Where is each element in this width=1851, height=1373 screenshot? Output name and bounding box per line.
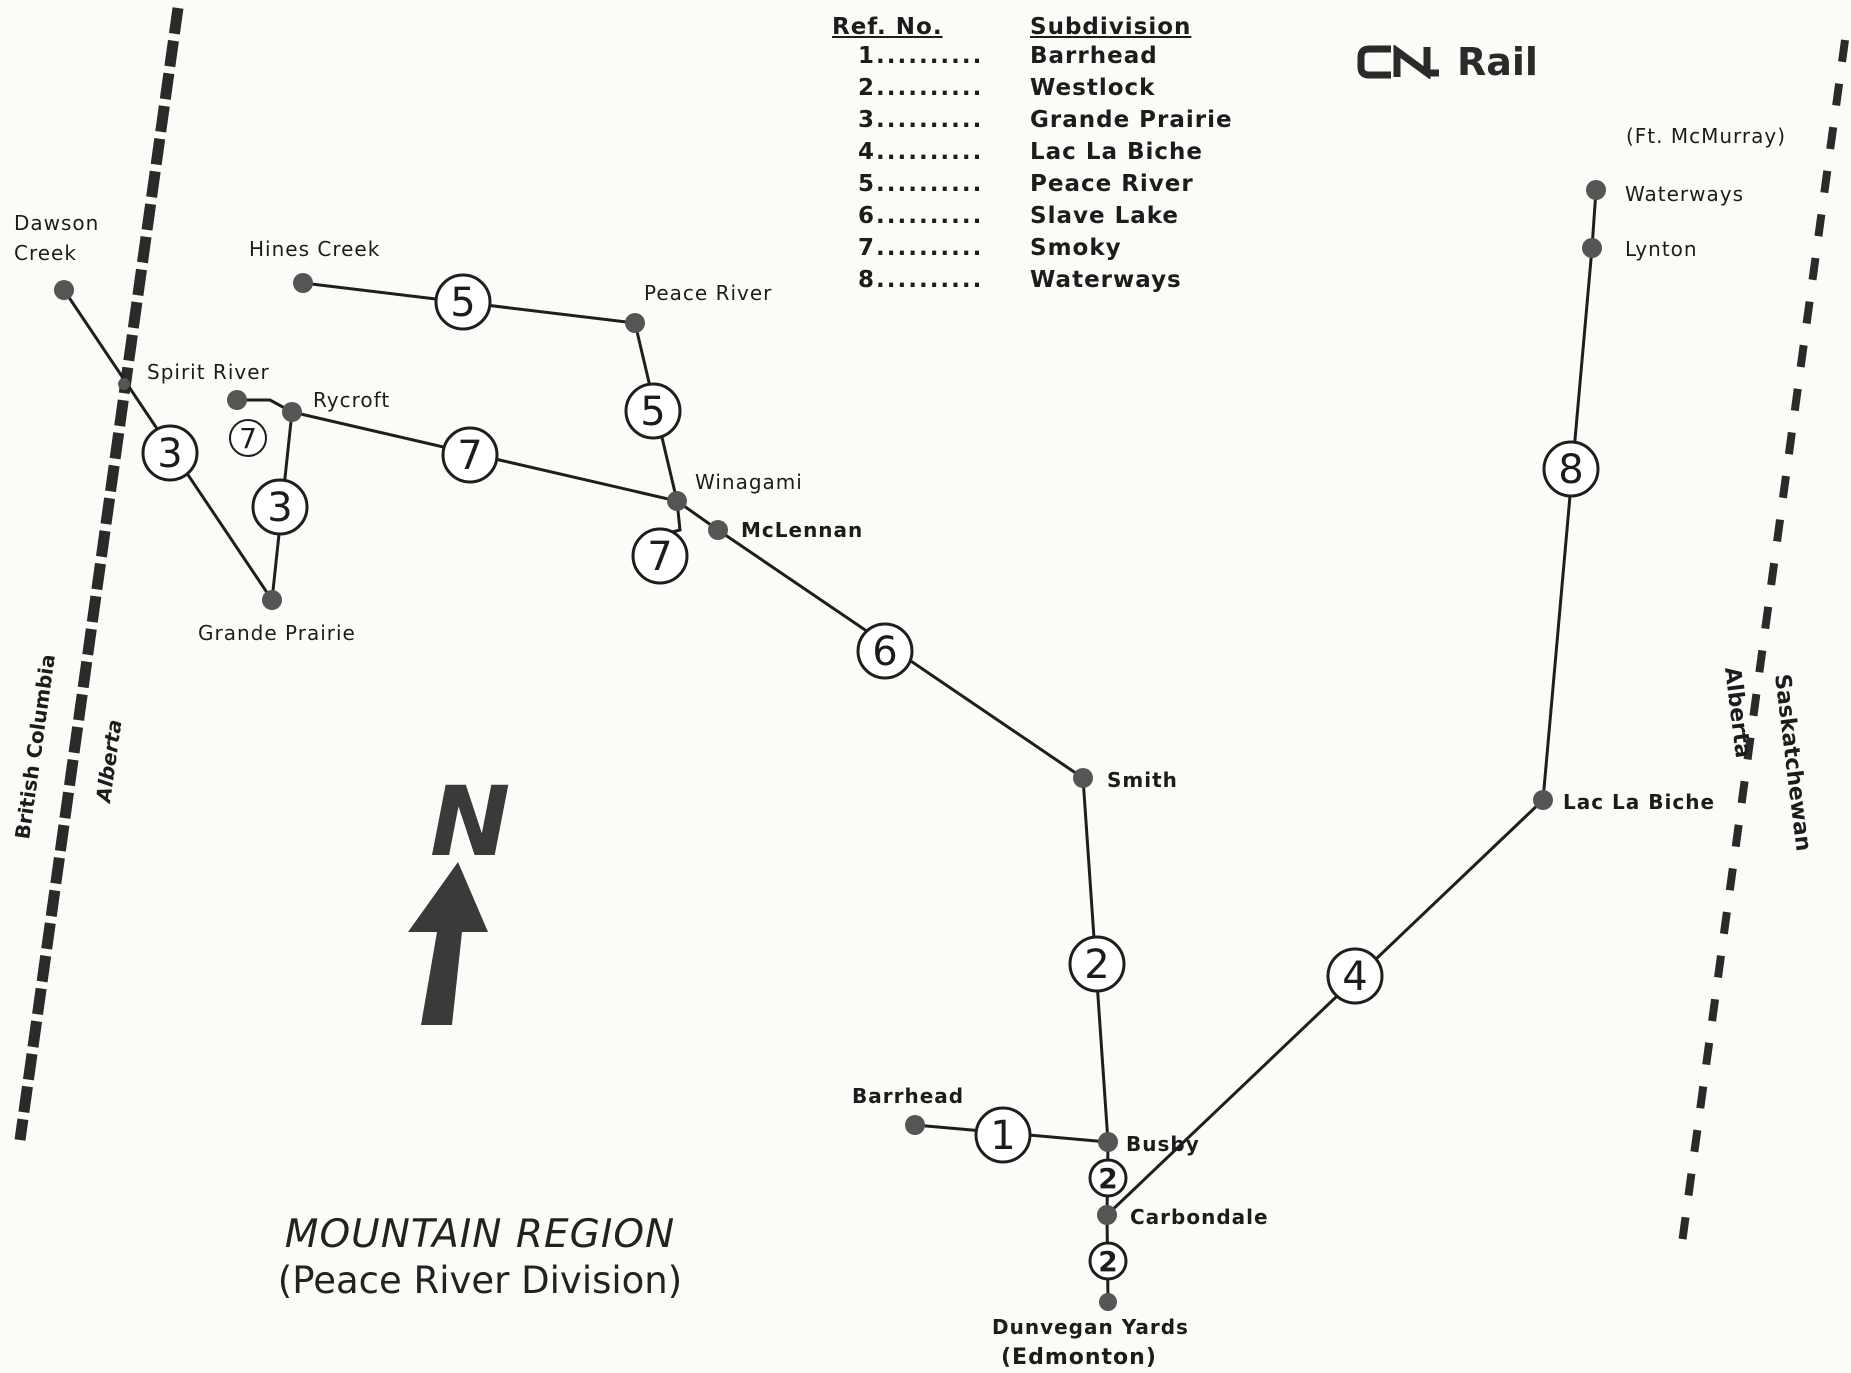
legend-row: 7..........Smoky [858,235,1122,261]
route-marker-5a: 5 [434,273,492,331]
route-marker-7c: 7 [631,527,689,585]
label-lynton: Lynton [1625,237,1698,261]
rail-lines [62,189,1598,1303]
route-marker-3b: 3 [251,478,309,536]
station-dawson-creek [54,280,74,300]
station-rycroft [282,402,302,422]
station-winagami [667,491,687,511]
route-markers: 5 5 3 3 7 7 7 6 2 2 2 1 4 8 [141,273,1600,1281]
stations [54,180,1606,1311]
legend-row: 2..........Westlock [858,75,1156,101]
brand-name: Rail [1457,40,1538,84]
legend-row: 8..........Waterways [858,267,1182,293]
station-spirit-river [118,378,130,390]
station-lac-la-biche [1533,790,1553,810]
svg-text:2: 2 [1098,1162,1117,1195]
route-marker-7a: 7 [441,426,499,484]
label-hines-creek: Hines Creek [249,237,380,261]
legend-subdivision-header: Subdivision [1030,14,1192,40]
station-hines-creek [293,273,313,293]
station-lynton [1582,238,1602,258]
label-dawson-creek-1: Dawson [14,211,99,235]
map-title: MOUNTAIN REGION (Peace River Division) [270,1212,690,1302]
route-marker-2a: 2 [1068,935,1126,993]
legend-row: 3..........Grande Prairie [858,107,1233,133]
route-marker-6: 6 [856,622,914,680]
legend-row: 4..........Lac La Biche [858,139,1204,165]
station-dunvegan-yards [1099,1293,1117,1311]
legend-row: 6..........Slave Lake [858,203,1180,229]
svg-text:5: 5 [640,389,665,435]
svg-text:8: 8 [1558,447,1583,493]
north-arrow-icon [408,862,488,1025]
label-dunvegan-yards-1: Dunvegan Yards [992,1315,1189,1339]
route-marker-4: 4 [1326,947,1384,1005]
label-grande-prairie: Grande Prairie [198,621,356,645]
place-labels: Dawson Creek Hines Creek Peace River Spi… [14,124,1786,1370]
svg-text:2: 2 [1084,942,1109,988]
svg-text:4: 4 [1342,954,1367,1000]
svg-text:5: 5 [450,280,475,326]
label-carbondale: Carbondale [1130,1205,1269,1229]
station-smith [1073,768,1093,788]
label-spirit-river: Spirit River [147,360,270,384]
label-british-columbia: British Columbia [10,653,60,841]
svg-text:3: 3 [157,431,182,477]
station-barrhead [905,1115,925,1135]
svg-text:1: 1 [990,1113,1015,1159]
label-saskatchewan: Saskatchewan [1769,673,1816,853]
station-carbondale [1097,1205,1117,1225]
station-smoky-spur-end [227,390,247,410]
division-subtitle: (Peace River Division) [277,1259,683,1302]
north-letter: N [430,766,510,878]
station-busby [1098,1132,1118,1152]
route-marker-2c: 2 [1088,1241,1128,1281]
label-waterways: Waterways [1625,182,1744,206]
label-dawson-creek-2: Creek [14,241,77,265]
route-marker-5b: 5 [624,382,682,440]
cn-logo [1357,45,1439,79]
station-mclennan [708,520,728,540]
label-peace-river: Peace River [644,281,772,305]
route-marker-1: 1 [974,1106,1032,1164]
cn-rail-brand: Rail [1357,40,1538,84]
svg-text:2: 2 [1098,1245,1117,1278]
label-winagami: Winagami [695,470,803,494]
route-marker-3a: 3 [141,424,199,482]
subdivision-legend: Ref. No. Subdivision 1..........Barrhead… [832,14,1233,296]
alberta-saskatchewan-border [1676,39,1849,1259]
legend-ref-header: Ref. No. [832,14,943,40]
label-barrhead: Barrhead [852,1084,964,1108]
label-alberta-west: Alberta [91,718,127,806]
svg-text:7: 7 [239,422,257,455]
route-marker-8: 8 [1542,440,1600,498]
bc-alberta-border [14,7,184,1141]
label-dunvegan-yards-2: (Edmonton) [1001,1345,1157,1370]
station-grande-prairie [262,590,282,610]
station-peace-river [625,313,645,333]
label-ft-mcmurray: (Ft. McMurray) [1626,124,1786,148]
label-lac-la-biche: Lac La Biche [1563,790,1715,814]
line-lac-la-biche-sub [1105,798,1545,1217]
north-arrow: N [408,766,510,1025]
label-smith: Smith [1107,768,1178,792]
svg-text:3: 3 [267,485,292,531]
label-alberta-east: Alberta [1719,666,1755,760]
station-waterways [1586,180,1606,200]
route-marker-2b: 2 [1088,1158,1128,1198]
svg-text:6: 6 [872,629,897,675]
legend-row: 5..........Peace River [858,171,1194,197]
label-mclennan: McLennan [741,518,863,542]
province-labels: British Columbia Alberta Alberta Saskatc… [10,653,1815,853]
route-marker-7b: 7 [229,419,267,457]
region-title: MOUNTAIN REGION [284,1212,676,1257]
label-rycroft: Rycroft [313,388,390,412]
svg-text:7: 7 [457,433,482,479]
legend-row: 1..........Barrhead [858,43,1158,69]
svg-text:7: 7 [647,534,672,580]
label-busby: Busby [1126,1132,1200,1156]
